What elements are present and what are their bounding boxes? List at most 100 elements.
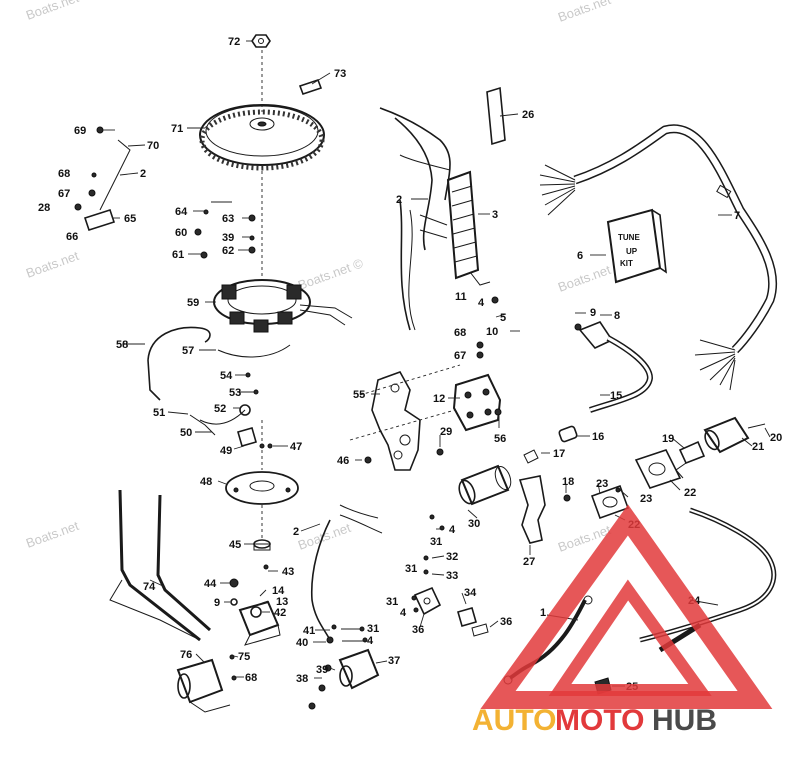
callout-48: 48 <box>200 476 212 488</box>
callout-68: 68 <box>58 168 70 180</box>
ground-bracket <box>83 139 131 232</box>
callout-7: 7 <box>734 210 740 222</box>
callout-31: 31 <box>386 596 398 608</box>
callout-23: 23 <box>596 478 608 490</box>
wire-harness <box>379 107 451 331</box>
callout-16: 16 <box>592 431 604 443</box>
callout-34: 34 <box>464 587 477 599</box>
callout-46: 46 <box>337 455 349 467</box>
terminal-bracket <box>413 586 442 616</box>
callout-42: 42 <box>274 607 286 619</box>
box-label: TUNE <box>618 233 640 242</box>
callout-39: 39 <box>316 664 328 676</box>
callout-75: 75 <box>238 651 250 663</box>
callout-14: 14 <box>272 585 285 597</box>
callout-labels: 72 73 71 69 70 2 68 67 28 65 66 64 60 63… <box>38 36 782 693</box>
callout-10: 10 <box>486 326 498 338</box>
callout-37: 37 <box>388 655 400 667</box>
callout-56: 56 <box>494 433 506 445</box>
terminal-block <box>446 170 491 286</box>
callout-54: 54 <box>220 370 233 382</box>
callout-61: 61 <box>172 249 184 261</box>
callout-67: 67 <box>454 350 466 362</box>
rectifier <box>452 373 502 432</box>
callout-23: 23 <box>640 493 652 505</box>
callout-68: 68 <box>454 327 466 339</box>
callout-9: 9 <box>214 597 220 609</box>
callout-53: 53 <box>229 387 241 399</box>
callout-62: 62 <box>222 245 234 257</box>
callout-47: 47 <box>290 441 302 453</box>
callout-32: 32 <box>446 551 458 563</box>
callout-66: 66 <box>66 231 78 243</box>
callout-52: 52 <box>214 403 226 415</box>
watermark: Boats.net © <box>296 255 366 293</box>
flywheel <box>199 50 325 280</box>
watermark: Boats.net <box>296 520 353 553</box>
key-switch <box>675 416 766 479</box>
callout-21: 21 <box>752 441 764 453</box>
wire-lead <box>147 326 211 401</box>
callout-3: 3 <box>492 209 498 221</box>
callout-64: 64 <box>175 206 188 218</box>
watermark: Boats.net <box>24 518 81 551</box>
callout-40: 40 <box>296 637 308 649</box>
callout-60: 60 <box>175 227 187 239</box>
callout-45: 45 <box>229 539 241 551</box>
callout-41: 41 <box>303 625 315 637</box>
callout-9: 9 <box>590 307 596 319</box>
callout-4: 4 <box>449 524 456 536</box>
callout-19: 19 <box>662 433 674 445</box>
box-label: UP <box>626 247 638 256</box>
terminal-boot <box>457 607 489 637</box>
bushing <box>253 539 271 551</box>
callout-20: 20 <box>770 432 782 444</box>
callout-4: 4 <box>367 635 374 647</box>
callout-68: 68 <box>245 672 257 684</box>
mounting-bracket <box>349 364 461 471</box>
callout-58: 58 <box>116 339 128 351</box>
callout-59: 59 <box>187 297 199 309</box>
callout-2: 2 <box>140 168 146 180</box>
brand-logo: AUTO MOTO HUB <box>472 504 773 737</box>
callout-13: 13 <box>276 596 288 608</box>
callout-12: 12 <box>433 393 445 405</box>
callout-71: 71 <box>171 123 183 135</box>
callout-8: 8 <box>614 310 620 322</box>
callout-70: 70 <box>147 140 159 152</box>
callout-76: 76 <box>180 649 192 661</box>
callout-43: 43 <box>282 566 294 578</box>
callout-50: 50 <box>180 427 192 439</box>
switch-box <box>238 600 281 646</box>
leader-lines <box>103 40 771 687</box>
callout-55: 55 <box>353 389 365 401</box>
callout-18: 18 <box>562 476 574 488</box>
callout-65: 65 <box>124 213 136 225</box>
decal <box>486 86 506 146</box>
watermark: Boats.net <box>24 248 81 281</box>
callout-29: 29 <box>440 426 452 438</box>
callout-39: 39 <box>222 232 234 244</box>
callout-1: 1 <box>540 607 546 619</box>
callout-51: 51 <box>153 407 165 419</box>
starter-solenoid <box>176 658 231 713</box>
callout-6: 6 <box>577 250 583 262</box>
coil-cap <box>523 425 578 464</box>
spark-plug-lead <box>578 321 654 413</box>
ignition-coil <box>458 464 512 506</box>
callout-26: 26 <box>522 109 534 121</box>
callout-69: 69 <box>74 125 86 137</box>
wiring-harness <box>109 489 211 642</box>
watermark: Boats.net <box>556 262 613 295</box>
flywheel-key <box>298 78 323 96</box>
callout-4: 4 <box>400 607 407 619</box>
callout-38: 38 <box>296 673 308 685</box>
brand-logo-auto: AUTO <box>472 704 556 737</box>
callout-2: 2 <box>396 194 402 206</box>
callout-36: 36 <box>500 616 512 628</box>
callout-30: 30 <box>468 518 480 530</box>
callout-49: 49 <box>220 445 232 457</box>
callout-44: 44 <box>204 578 217 590</box>
